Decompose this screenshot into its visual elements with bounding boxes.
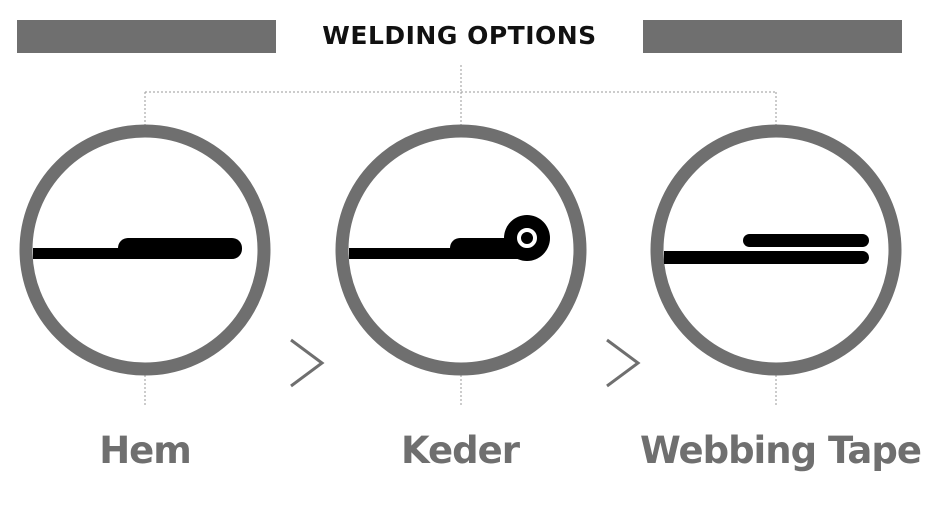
arrow-right-icon xyxy=(606,338,641,388)
keder-base-material xyxy=(349,248,489,259)
keder-bead xyxy=(504,215,550,261)
webbing-tape-strip xyxy=(743,234,869,247)
webbing-base-edge xyxy=(664,251,684,264)
hem-ring xyxy=(19,124,271,376)
keder-weld-icon xyxy=(335,124,587,376)
option-label-keder: Keder xyxy=(401,429,520,472)
webbing-base-material xyxy=(664,251,869,264)
header-bar-right xyxy=(643,20,902,53)
hem-fold xyxy=(118,238,242,259)
hem-weld-icon xyxy=(19,124,271,376)
option-label-hem: Hem xyxy=(99,429,192,472)
keder-core xyxy=(517,228,537,248)
header-bar-left xyxy=(17,20,276,53)
page-title: WELDING OPTIONS xyxy=(322,21,597,50)
webbing-tape-weld-icon xyxy=(650,124,902,376)
option-label-webbing-tape: Webbing Tape xyxy=(640,429,922,472)
arrow-right-icon xyxy=(290,338,325,388)
webbing-ring xyxy=(650,124,902,376)
hem-base-material xyxy=(33,248,173,259)
connector-lines xyxy=(144,65,777,405)
keder-ring xyxy=(335,124,587,376)
